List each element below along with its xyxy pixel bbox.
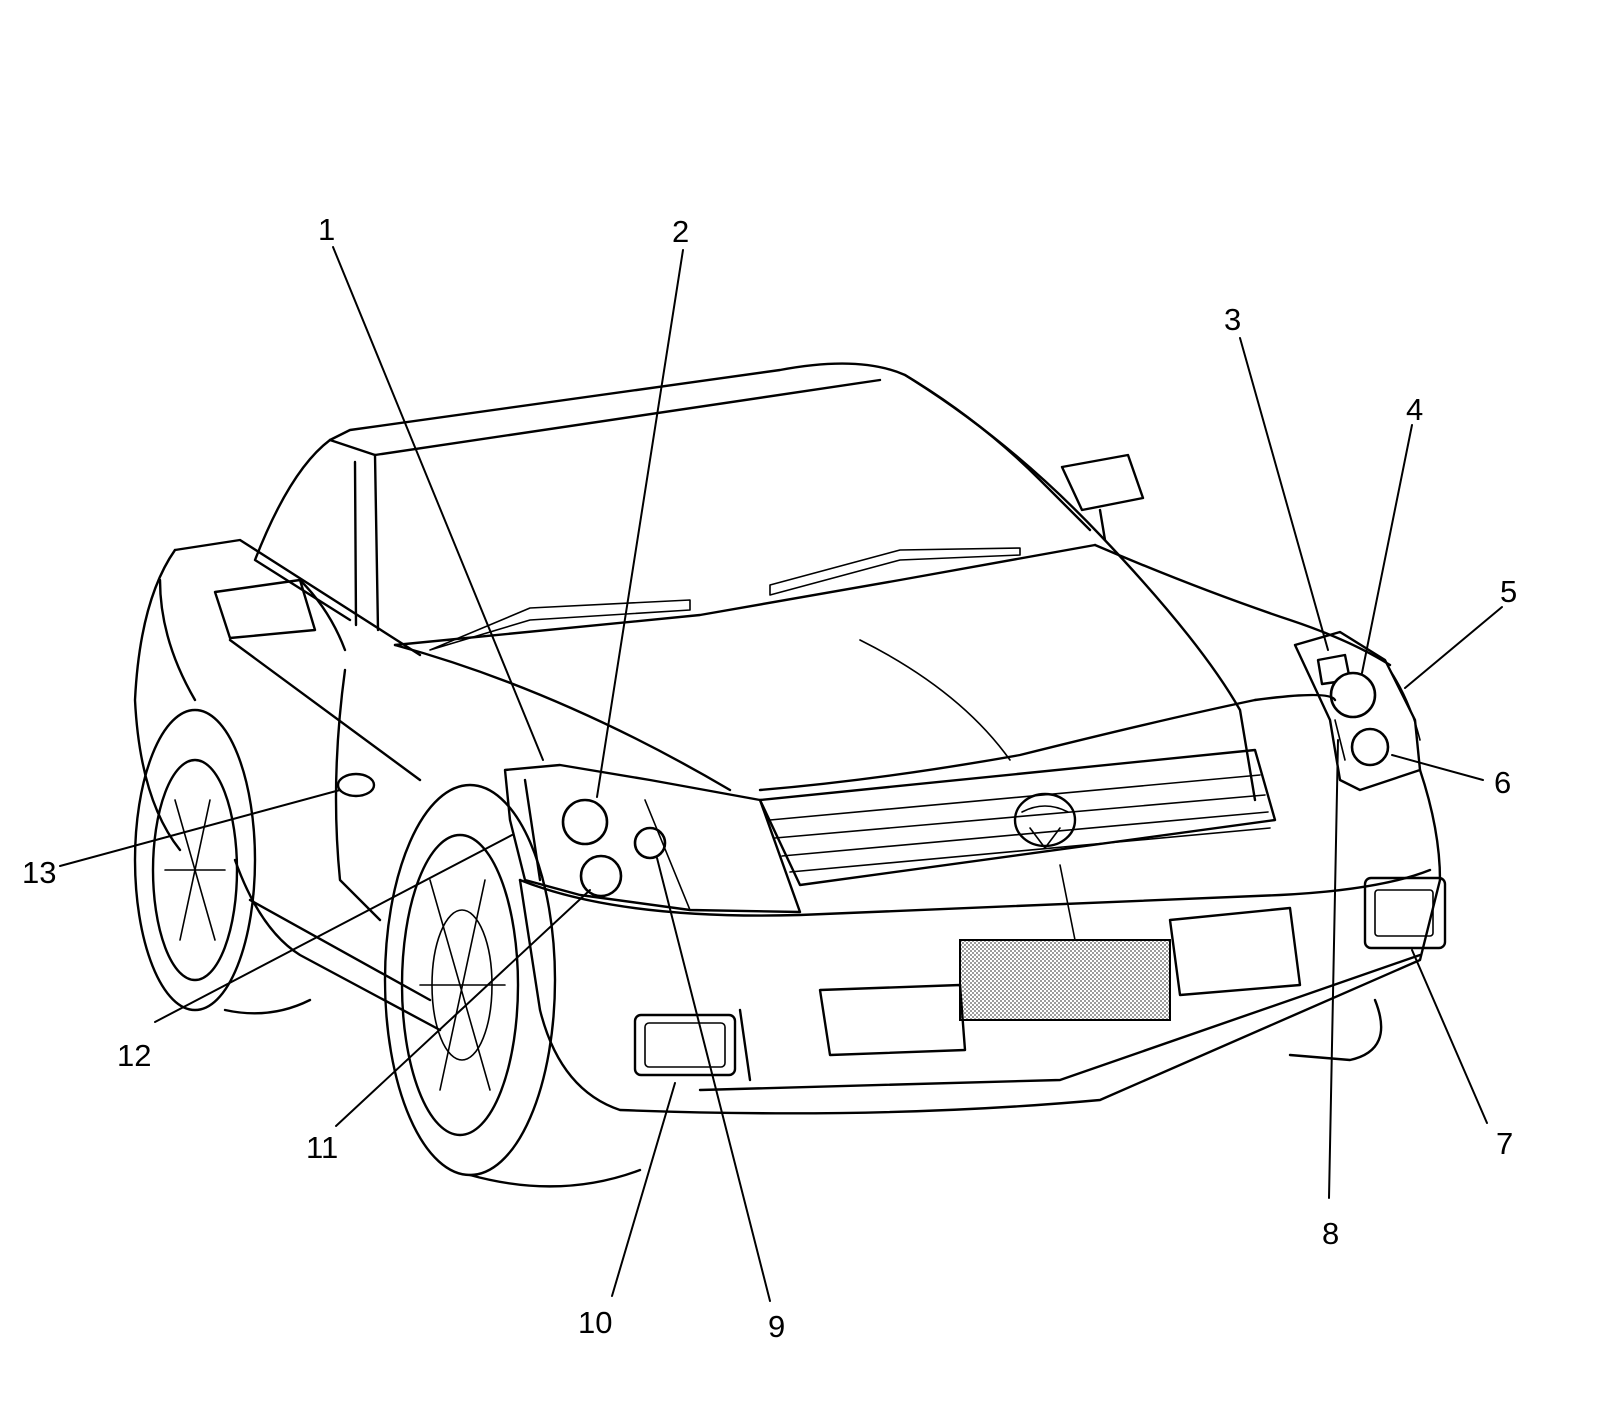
callout-2: 2 (672, 214, 689, 249)
callout-6: 6 (1494, 765, 1511, 800)
callout-4: 4 (1406, 392, 1423, 427)
callout-3: 3 (1224, 302, 1241, 337)
left-low-beam-lamp (579, 854, 623, 898)
lower-grille-mesh (959, 939, 1171, 1021)
right-headlamp-assembly (1293, 630, 1422, 792)
left-high-beam-lamp (561, 798, 609, 846)
callout-1: 1 (318, 212, 335, 247)
left-headlamp-assembly (503, 763, 802, 914)
right-fog-lamp (1363, 876, 1447, 950)
callout-5: 5 (1500, 574, 1517, 609)
left-fog-lamp (633, 1013, 737, 1077)
callout-10: 10 (578, 1305, 612, 1340)
callout-9: 9 (768, 1309, 785, 1344)
callout-12: 12 (117, 1038, 151, 1073)
callout-7: 7 (1496, 1126, 1513, 1161)
callout-11: 11 (306, 1130, 338, 1165)
callout-labels: 1 2 3 4 5 6 7 8 9 10 11 12 13 (22, 212, 1517, 1344)
leader-lines (59, 246, 1503, 1302)
side-marker-lamp (336, 772, 376, 798)
right-low-beam-lamp (1350, 727, 1390, 767)
left-park-turn-lamp (633, 826, 667, 860)
callout-8: 8 (1322, 1216, 1339, 1251)
callout-13: 13 (22, 855, 56, 890)
car-outline (133, 362, 1447, 1188)
right-high-beam-lamp (1329, 671, 1377, 719)
